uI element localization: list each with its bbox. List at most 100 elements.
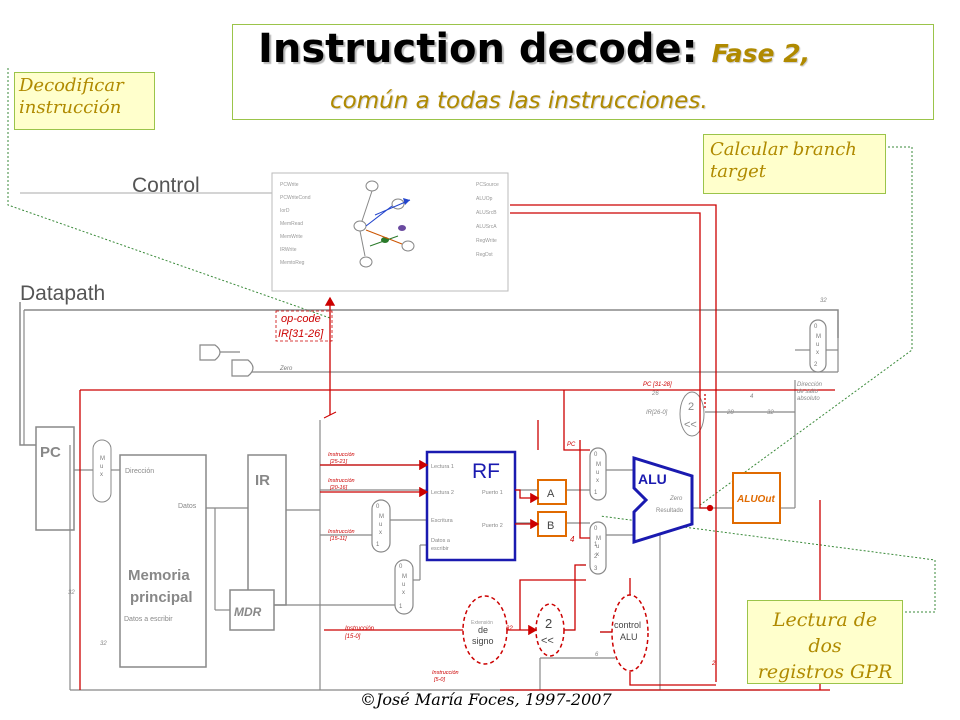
- mux-3-letter-0: M: [596, 462, 601, 468]
- ir-bits-label: IR[26-0]: [646, 410, 668, 416]
- mux-5-letter-1: u: [816, 342, 819, 348]
- datapath-frame: [19, 302, 36, 446]
- mux-1-letter-0: M: [379, 514, 384, 520]
- callout-leader-read: [599, 515, 936, 613]
- fsm-output-left-0: PCWrite: [280, 182, 299, 188]
- register-b-label: B: [547, 520, 554, 532]
- instr-field-0-name: Instrucción: [328, 452, 355, 458]
- register-file: [425, 450, 517, 562]
- rf-port-puerto2: Puerto 2: [482, 523, 503, 529]
- mux-2-letter-2: x: [402, 590, 405, 596]
- opcode-label: op-code IR[31-26]: [278, 313, 324, 340]
- memory-title-line1: Memoria: [128, 567, 190, 584]
- mux-shapes: [371, 319, 827, 615]
- label-2-right: 2: [711, 661, 716, 667]
- pc-mux-label: PC: [567, 442, 576, 448]
- ir-label: IR: [255, 472, 270, 489]
- red-wire-labels: PC [31-28] PC 4 2 32: [506, 382, 716, 667]
- mux-3-in-1: 1: [594, 490, 598, 496]
- shift-upper-sym: <<: [684, 419, 697, 431]
- page-title: Instruction decode: Fase 2,: [258, 26, 810, 72]
- mux-4-in-1: 1: [594, 542, 598, 548]
- mdr-label: MDR: [234, 605, 262, 619]
- control-alu-line1: control: [614, 620, 641, 630]
- title-main: Instruction decode:: [258, 26, 698, 72]
- fsm-output-right-0: PCSource: [476, 182, 499, 188]
- aluout-label: ALUOut: [736, 494, 775, 505]
- label-6: 6: [595, 652, 599, 658]
- callout-decode-line1: Decodificar: [19, 75, 124, 96]
- mux-3-letter-1: u: [596, 470, 599, 476]
- mux-3-in-0: 0: [594, 452, 598, 458]
- instr-15-0-line1: Instrucción: [345, 626, 375, 632]
- callout-branch-line2: target: [710, 161, 766, 182]
- mux-1-in-1: 1: [376, 542, 380, 548]
- label-32-b: 32: [820, 298, 827, 304]
- memory-title-line2: principal: [130, 589, 193, 606]
- datapath-label: Datapath: [20, 282, 105, 305]
- sign-ext-line1: Extensión: [471, 620, 493, 626]
- instr-field-1-name: Instrucción: [328, 478, 355, 484]
- label-4: 4: [570, 535, 575, 544]
- mux-1-in-0: 0: [376, 504, 380, 510]
- title-phase: Fase 2,: [711, 39, 811, 68]
- instr-field-3-bits: [5-0]: [433, 677, 445, 683]
- mux-4-letter-1: u: [596, 544, 599, 550]
- callout-read: Lectura de dos registros GPR: [747, 600, 903, 684]
- mux-2-letter-0: M: [402, 574, 407, 580]
- register-a: [537, 479, 567, 505]
- rf-port-escribir: escribir: [431, 546, 449, 552]
- instr-15-0-line2: [15-0]: [344, 634, 361, 640]
- fsm-output-left-4: MemWrite: [280, 234, 303, 240]
- pc-register: [35, 426, 75, 531]
- mux-0-letter-0: M: [100, 456, 105, 462]
- opcode-line2: IR[31-26]: [278, 328, 324, 340]
- instr-15-0-label: Instrucción [15-0]: [344, 626, 375, 640]
- mux-4-in-3: 3: [594, 566, 598, 572]
- gray-wire-labels: IR[26-0] 28 32 32 32 32 4 6 26 Dirección…: [68, 298, 827, 658]
- opcode-frame: [275, 310, 333, 342]
- fsm-output-left-6: MemtoReg: [280, 260, 305, 266]
- control-label: Control: [132, 174, 200, 197]
- page-subtitle: común a todas las instrucciones.: [330, 88, 708, 114]
- label-32-sign: 32: [506, 626, 513, 632]
- register-b: [537, 511, 567, 537]
- memory-port-datos: Datos: [178, 503, 197, 510]
- callout-branch: Calcular branch target: [703, 134, 886, 194]
- alu-resultado-label: Resultado: [656, 508, 684, 514]
- shift-left-2-upper: [679, 391, 705, 437]
- dir-salto-2: de salto: [797, 389, 819, 395]
- pc-label: PC: [40, 444, 61, 461]
- sign-ext-line3: signo: [472, 636, 494, 646]
- dir-salto-1: Dirección: [797, 382, 823, 388]
- mux-5-letter-0: M: [816, 334, 821, 340]
- callout-leader-decode: [7, 68, 331, 319]
- shift-upper-num: 2: [688, 401, 694, 413]
- callout-decode-line2: instrucción: [19, 97, 122, 118]
- pc-write-gates: [199, 344, 254, 377]
- instr-field-1-bits: [20-16]: [329, 485, 348, 491]
- rf-port-escritura: Escritura: [431, 518, 454, 524]
- instr-field-2-name: Instrucción: [328, 529, 355, 535]
- title-frame: [232, 24, 934, 120]
- label-28: 28: [726, 410, 734, 416]
- callout-leader-branch: [699, 146, 913, 506]
- callout-read-line1: Lectura de dos: [772, 609, 878, 657]
- alu-label: ALU: [638, 471, 667, 487]
- label-26: 26: [651, 391, 659, 397]
- sign-ext-line2: de: [478, 625, 488, 635]
- mux-2-in-0: 0: [399, 564, 403, 570]
- label-4-upper: 4: [750, 394, 754, 400]
- shift-lower-sym: <<: [541, 635, 554, 647]
- rf-port-lectura1: Lectura 1: [431, 464, 454, 470]
- mux-address: [92, 439, 112, 503]
- alu-unit: [632, 455, 694, 545]
- control-alu-line2: ALU: [620, 632, 638, 642]
- mux-2-in-1: 1: [399, 604, 403, 610]
- label-32-d: 32: [100, 641, 107, 647]
- mux-4-letter-0: M: [596, 536, 601, 542]
- fsm-output-right-1: ALUOp: [476, 196, 493, 202]
- fsm-output-list-right: PCSourceALUOpALUSrcBALUSrcARegWriteRegDs…: [476, 182, 499, 258]
